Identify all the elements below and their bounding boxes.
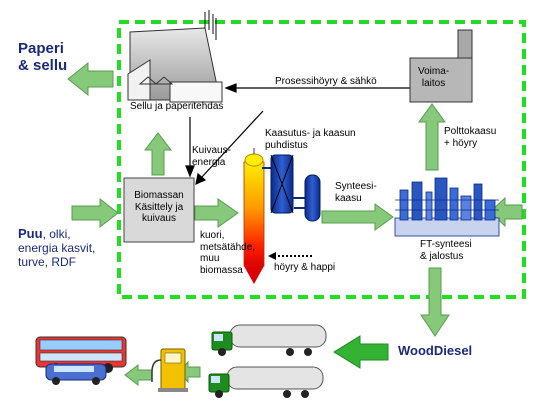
biomass-box <box>123 177 195 243</box>
thin-arrows <box>185 83 410 186</box>
inputs-bold: Puu <box>18 226 43 241</box>
arrow-box-to-gasifier <box>194 198 239 228</box>
arrow-box-up <box>143 132 173 176</box>
fuel-pump-icon <box>151 348 188 392</box>
gas-cleaning-label: Kaasutus- ja kaasun puhdistus <box>265 128 356 151</box>
drying-energy-label: Kuivaus- energia <box>192 145 231 168</box>
gas-cleaning-icon <box>262 154 321 222</box>
paper-pulp-label: Paperi & sellu <box>18 40 68 75</box>
arrow-ft-up <box>418 103 446 171</box>
biomass-box-label: Biomassan Käsittely ja kuivaus <box>134 190 184 224</box>
gasifier-icon <box>243 148 265 284</box>
power-plant-label: Voima- laitos <box>418 66 450 89</box>
tanker-truck-icon <box>208 324 327 398</box>
arrow-ft-down <box>420 267 450 337</box>
power-plant-icon <box>409 29 473 103</box>
ft-synthesis-label: FT-synteesi & jalostus <box>420 239 472 262</box>
fuel-gas-label: Polttokaasu + höyry <box>444 126 497 149</box>
arrow-to-trucks <box>333 335 389 369</box>
inputs-rest: , olki, energia kasvit, turve, RDF <box>18 227 96 269</box>
arrow-to-bus <box>124 363 153 387</box>
pulp-mill-icon <box>127 10 223 103</box>
arrow-to-ft <box>321 203 394 231</box>
arrow-to-paper <box>67 61 114 97</box>
arrow-inputs-in <box>71 197 119 229</box>
inputs-label: Puu, olki, energia kasvit, turve, RDF <box>18 226 96 270</box>
bus-icon <box>35 336 127 385</box>
mill-label: Sellu ja paperitehdas <box>130 101 224 112</box>
wooddiesel-label: WoodDiesel <box>398 343 473 358</box>
green-arrows <box>67 61 523 387</box>
ft-refinery-icon <box>394 177 500 237</box>
synthesis-gas-label: Synteesi- kaasu <box>335 181 377 204</box>
steam-oxygen-label: höyry & happi <box>274 262 336 273</box>
feed-biomass-label: kuori, metsätähde, muu biomassa <box>200 230 256 276</box>
plant-boundary <box>117 20 526 299</box>
process-steam-label: Prosessihöyry & sähkö <box>275 76 377 87</box>
